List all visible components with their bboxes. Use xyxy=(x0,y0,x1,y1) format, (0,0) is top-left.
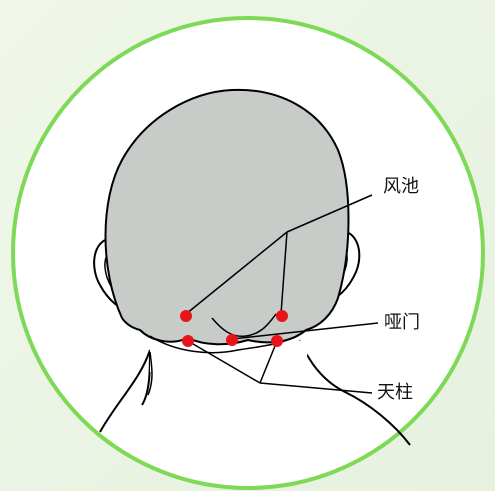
point-tianzhu-right xyxy=(271,335,283,347)
label-yamen: 哑门 xyxy=(384,314,420,332)
point-fengchi-left xyxy=(180,310,192,322)
label-tianzhu: 天柱 xyxy=(377,384,413,402)
point-yamen xyxy=(226,334,238,346)
point-tianzhu-left xyxy=(182,335,194,347)
label-fengchi: 风池 xyxy=(383,178,419,196)
point-fengchi-right xyxy=(276,310,288,322)
